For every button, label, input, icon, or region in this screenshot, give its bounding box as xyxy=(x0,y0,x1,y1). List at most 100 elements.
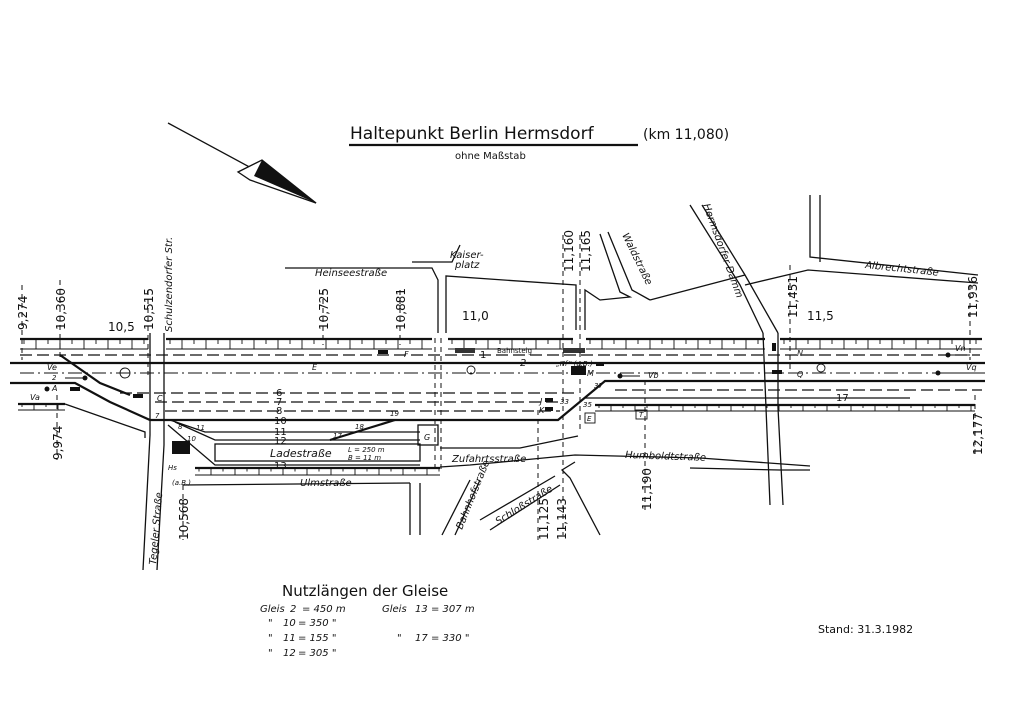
km-label: 10,515 xyxy=(142,288,156,330)
signal-label: Vn xyxy=(955,344,966,353)
hf-label: „Hf“ (a.B.) xyxy=(556,360,593,368)
signal-label: F xyxy=(404,350,409,359)
track-10 xyxy=(10,379,985,422)
switch-number: 2 xyxy=(52,374,57,382)
km-label: 11,143 xyxy=(555,498,569,540)
row-prefix: Gleis xyxy=(382,604,407,615)
table-heading: Nutzlängen der Gleise xyxy=(282,582,448,600)
signal-label: N xyxy=(797,349,803,358)
hectometer-label: 10,5 xyxy=(108,320,135,334)
street-label: platz xyxy=(454,260,480,271)
useful-lengths-table: Nutzlängen der Gleise Gleis 2 = 450 m " … xyxy=(260,582,475,659)
track-number: 7 xyxy=(276,397,282,408)
street-label: Bahnhofstraße xyxy=(455,459,493,531)
scale-note: ohne Maßstab xyxy=(455,151,526,162)
track-number: 8 xyxy=(276,406,282,417)
km-label: 11,165 xyxy=(579,230,593,272)
hectometer-label: 11,0 xyxy=(462,309,489,323)
track-number: 1 xyxy=(480,350,486,361)
switch-numbers: 2 7 8 10 11 17 18 19 33 35 37 xyxy=(52,374,603,443)
signal-label: Q xyxy=(797,370,803,379)
street-label: Albrechtstraße xyxy=(864,260,940,279)
row-track: 10 xyxy=(283,618,296,629)
street-label: Tegeler Straße xyxy=(148,492,165,565)
signal-labels: Ve Va A C E F M Vb N Q Vn Vq J K E T G xyxy=(30,344,977,442)
platform-shelter-2 xyxy=(563,348,585,353)
street-label: Kaiser- xyxy=(450,250,484,261)
km-label: 10,568 xyxy=(177,498,191,540)
row-value: = 307 m xyxy=(431,604,475,615)
signal-label: C xyxy=(157,394,163,403)
track-number: 6 xyxy=(276,388,282,399)
track-12 xyxy=(174,421,420,441)
row-value: = 155 " xyxy=(298,633,336,644)
street-label: Humboldtstraße xyxy=(625,450,706,464)
row-value: = 450 m xyxy=(302,604,346,615)
km-label: 9,974 xyxy=(51,426,65,460)
row-track: 13 xyxy=(415,604,428,615)
signal-label: Ve xyxy=(47,363,57,372)
embankment-bands xyxy=(18,337,982,476)
street-label: Heinseestraße xyxy=(315,268,387,279)
signal-label: A xyxy=(51,384,57,393)
signal-label: Vb xyxy=(648,371,659,380)
signal-label: E xyxy=(587,415,592,423)
station-building xyxy=(172,441,190,454)
km-label: 11,160 xyxy=(562,230,576,272)
row-track: 12 xyxy=(283,648,296,659)
km-label: 11,125 xyxy=(537,498,551,540)
track-number: 11 xyxy=(274,427,287,438)
switch-number: 10 xyxy=(187,435,196,443)
track-numbers: 1 2 6 7 8 10 11 12 13 17 xyxy=(274,350,849,472)
lade-width: B = 11 m xyxy=(348,454,381,462)
north-arrow-icon xyxy=(167,122,317,204)
switch-number: 37 xyxy=(594,382,603,390)
track-number: 17 xyxy=(836,393,849,404)
street-network xyxy=(142,195,979,571)
street-label: Schulzendorfer Str. xyxy=(164,237,175,332)
hs-label: Hs xyxy=(168,464,177,472)
km-label: 11,451 xyxy=(786,276,800,318)
signal-label: T xyxy=(639,411,644,419)
signal-label: Vq xyxy=(966,363,977,372)
km-label: 10,360 xyxy=(54,288,68,330)
tracks xyxy=(10,338,985,470)
marker-circle xyxy=(816,363,826,373)
hs-ab-label: (a.B.) xyxy=(172,479,191,487)
row-value: = 350 " xyxy=(298,618,336,629)
km-label: 10,881 xyxy=(394,288,408,330)
page-title: Haltepunkt Berlin Hermsdorf xyxy=(350,124,595,144)
row-prefix: " xyxy=(397,633,402,644)
switch-number: 11 xyxy=(196,424,205,432)
row-prefix: " xyxy=(268,633,273,644)
row-prefix: Gleis xyxy=(260,604,285,615)
row-prefix: " xyxy=(268,648,273,659)
marker-circle xyxy=(119,367,131,379)
platform-label: Bahnsteig xyxy=(497,347,532,355)
switch-number: 8 xyxy=(178,423,183,431)
km-label: 11,190 xyxy=(640,468,654,510)
switch-number: 19 xyxy=(390,410,399,418)
signal-label: E xyxy=(312,363,318,372)
street-label: Waldstraße xyxy=(619,231,654,287)
row-prefix: " xyxy=(268,618,273,629)
signal-label: Va xyxy=(30,393,40,402)
signal-label: K xyxy=(539,406,545,415)
km-label: 9,274 xyxy=(16,296,30,330)
row-value: = 330 " xyxy=(431,633,469,644)
track-number: 12 xyxy=(274,436,287,447)
hectometer-label: 11,5 xyxy=(807,309,834,323)
track-number: 13 xyxy=(274,461,287,472)
track-11 xyxy=(169,419,420,433)
switch-number: 33 xyxy=(560,398,569,406)
misc-labels: Bahnsteig L = 250 m B = 11 m „Hf“ (a.B.)… xyxy=(168,347,593,487)
goods-shed xyxy=(417,424,439,446)
km-marker-lines xyxy=(21,235,976,540)
left-connection xyxy=(59,354,131,397)
switch-number: 35 xyxy=(583,401,592,409)
ladestrasse-area xyxy=(214,443,421,462)
km-label: 10,725 xyxy=(317,288,331,330)
switch-number: 7 xyxy=(155,412,160,420)
signal-label: J xyxy=(538,397,543,406)
